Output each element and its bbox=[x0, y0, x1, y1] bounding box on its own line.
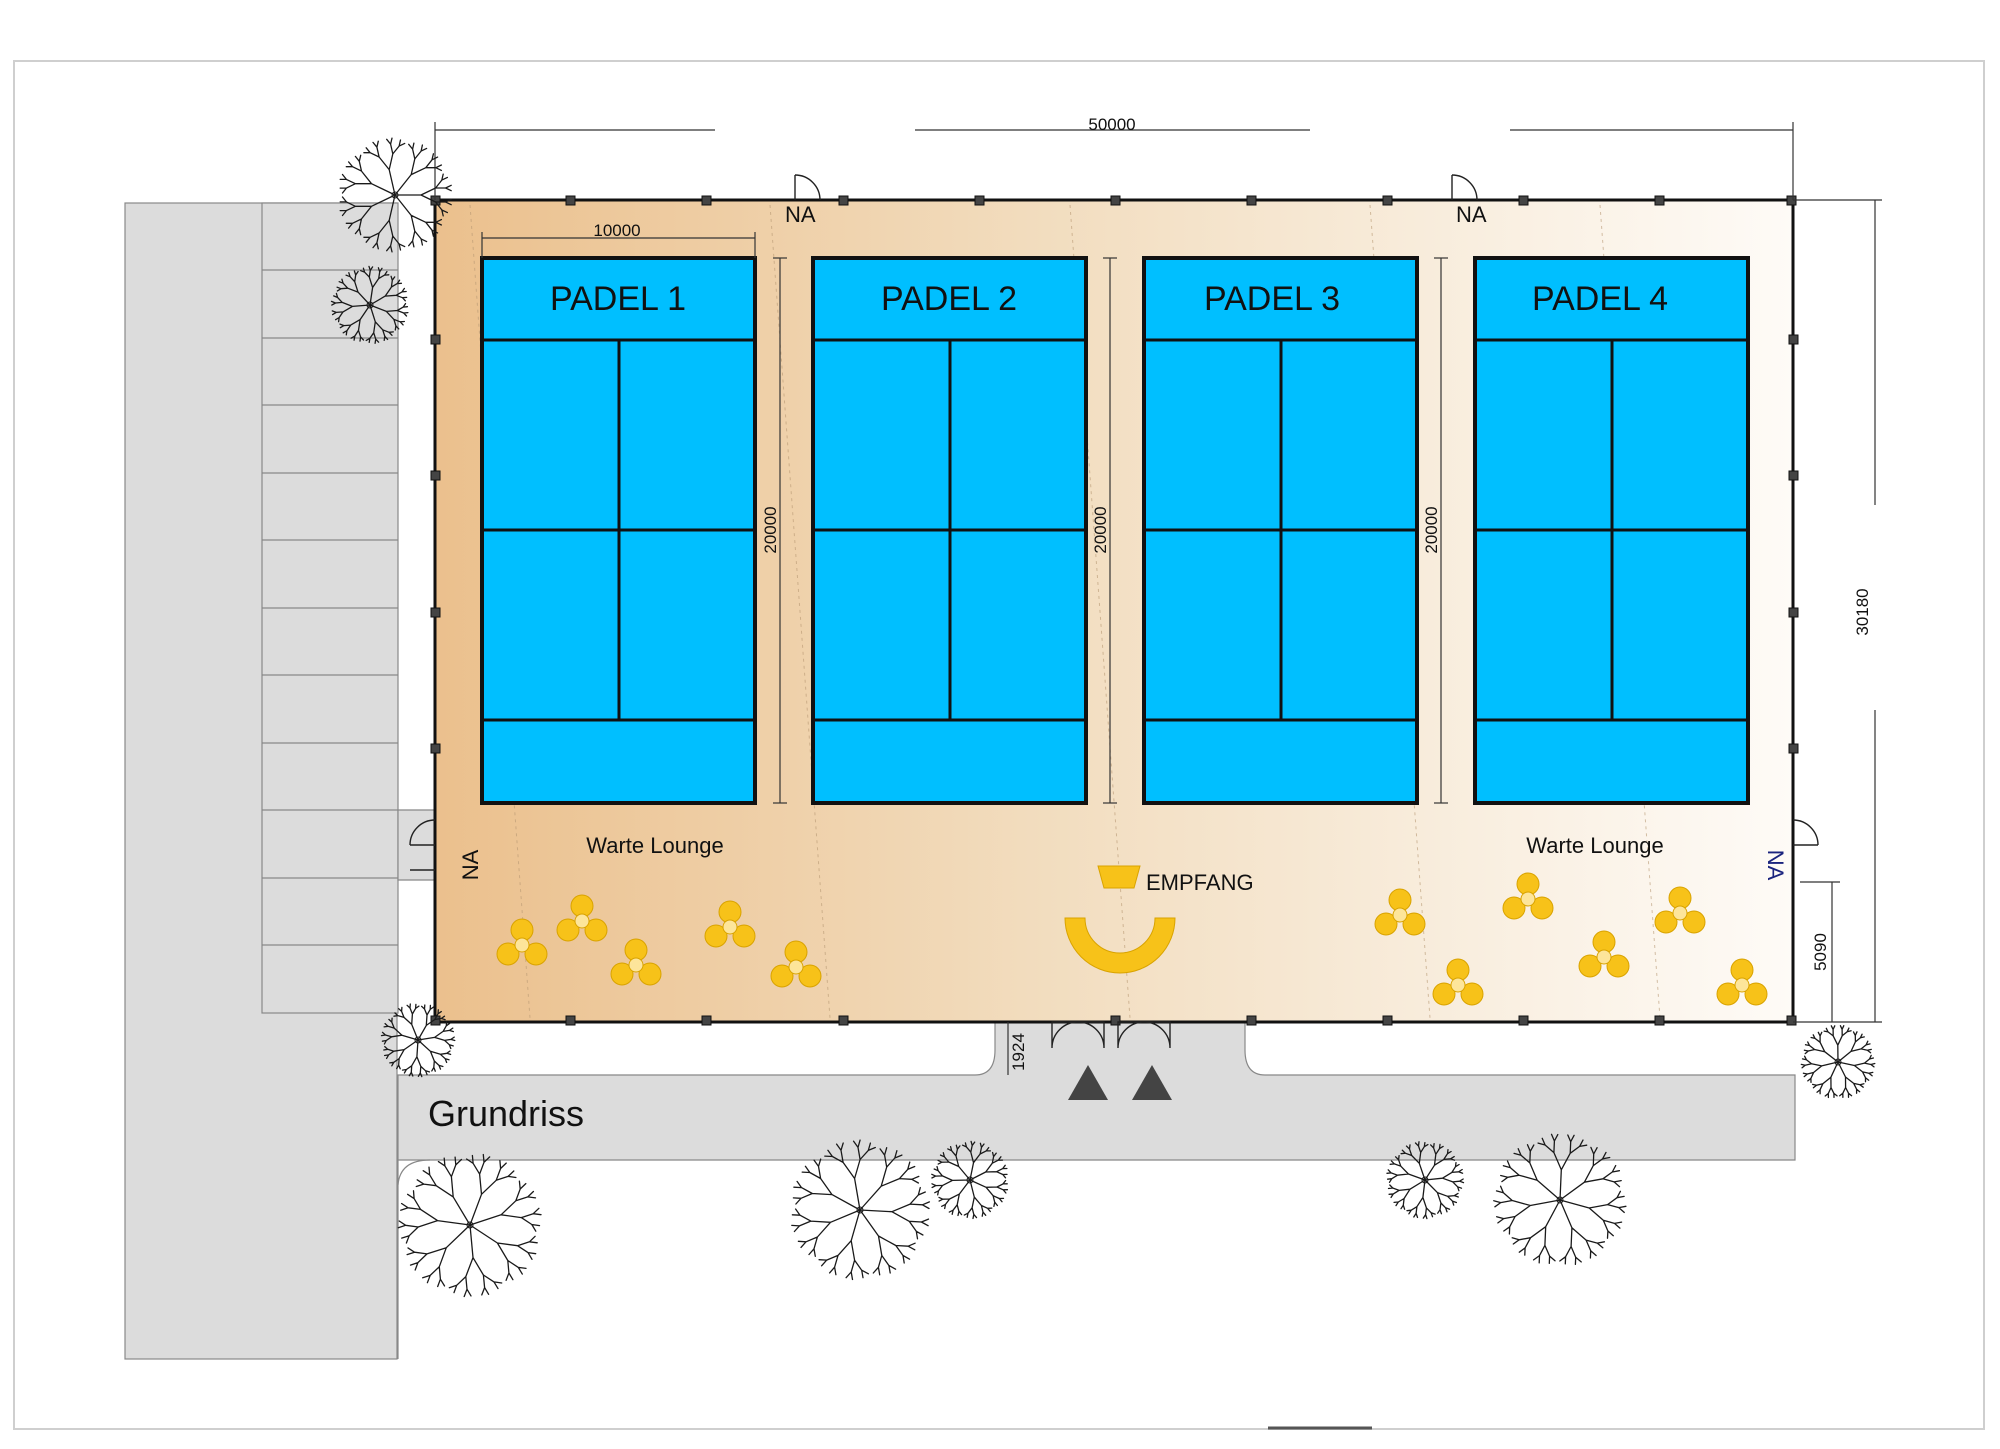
door-swing-icon-left bbox=[409, 819, 436, 871]
dimension-court-length-label-3: 20000 bbox=[1422, 506, 1441, 553]
tree-icon bbox=[791, 1139, 931, 1281]
lounge-label-left: Warte Lounge bbox=[586, 833, 723, 858]
seating-group-1 bbox=[496, 918, 548, 966]
seating-group-9 bbox=[1578, 930, 1630, 978]
reception-label: EMPFANG bbox=[1146, 870, 1254, 895]
padel-court-3: PADEL 3 bbox=[1142, 256, 1419, 805]
reception-desk bbox=[1064, 865, 1176, 974]
seating-group-2 bbox=[556, 894, 608, 942]
dimension-lounge-depth bbox=[1800, 881, 1840, 1022]
dimension-court-width-label: 10000 bbox=[593, 221, 640, 240]
dimension-court-width bbox=[481, 232, 756, 258]
door-swing-icon-top-left bbox=[794, 174, 821, 201]
dimension-court-length-label-2: 20000 bbox=[1091, 506, 1110, 553]
seating-group-6 bbox=[1374, 888, 1426, 936]
seating-group-8 bbox=[1502, 872, 1554, 920]
access-road bbox=[397, 1021, 1796, 1359]
court-label-3: PADEL 3 bbox=[1204, 280, 1340, 318]
door-swing-icon-right bbox=[1792, 819, 1819, 846]
dimension-court-length-label-1: 20000 bbox=[761, 506, 780, 553]
tree-icon bbox=[330, 265, 409, 344]
tree-icon bbox=[380, 1003, 456, 1078]
padel-court-1: PADEL 1 bbox=[480, 256, 757, 805]
tree-icon bbox=[931, 1140, 1009, 1220]
sheet-frame bbox=[13, 60, 1985, 1430]
exit-label-top-right: NA bbox=[1456, 202, 1487, 227]
dimension-lounge-depth-label: 5090 bbox=[1811, 933, 1830, 971]
exit-label-right: NA bbox=[1763, 850, 1788, 881]
court-label-4: PADEL 4 bbox=[1532, 280, 1668, 318]
padel-court-4: PADEL 4 bbox=[1473, 256, 1750, 805]
exit-label-left: NA bbox=[458, 849, 483, 880]
seating-group-5 bbox=[770, 940, 822, 988]
tree-icon bbox=[397, 1153, 542, 1298]
lounge-label-right: Warte Lounge bbox=[1526, 833, 1663, 858]
seating-group-4 bbox=[704, 900, 756, 948]
padel-court-2: PADEL 2 bbox=[811, 256, 1088, 805]
dimension-overall-depth-label: 30180 bbox=[1853, 588, 1872, 635]
dimension-entrance-depth-label: 1924 bbox=[1009, 1033, 1028, 1071]
lounge-furniture bbox=[496, 872, 1768, 1006]
dimension-overall-width bbox=[434, 122, 1794, 200]
court-label-1: PADEL 1 bbox=[550, 280, 686, 318]
seating-group-10 bbox=[1654, 886, 1706, 934]
tree-icon bbox=[1386, 1141, 1465, 1220]
drawing-title: Grundriss bbox=[428, 1093, 584, 1134]
road-corner bbox=[397, 1159, 431, 1186]
dimension-overall-width-label: 50000 bbox=[1088, 115, 1135, 134]
door-swing-icon-top-right bbox=[1451, 174, 1478, 201]
exit-label-top-left: NA bbox=[785, 202, 816, 227]
seating-group-7 bbox=[1432, 958, 1484, 1006]
entrance-arrow-icon-2 bbox=[1132, 1065, 1172, 1100]
seating-group-3 bbox=[610, 938, 662, 986]
dimension-overall-depth bbox=[1793, 199, 1882, 1023]
tree-icon bbox=[1493, 1133, 1627, 1266]
entrance-arrow-icon-1 bbox=[1068, 1065, 1108, 1100]
trees bbox=[330, 137, 1876, 1298]
seating-group-11 bbox=[1716, 958, 1768, 1006]
tree-icon bbox=[339, 137, 452, 253]
entrance-doors[interactable] bbox=[1051, 1021, 1171, 1049]
parking-area bbox=[124, 202, 399, 1360]
tree-icon bbox=[1800, 1025, 1876, 1099]
column-icon-group bbox=[430, 195, 1799, 1026]
court-label-2: PADEL 2 bbox=[881, 280, 1017, 318]
dimension-court-length bbox=[773, 257, 1448, 804]
